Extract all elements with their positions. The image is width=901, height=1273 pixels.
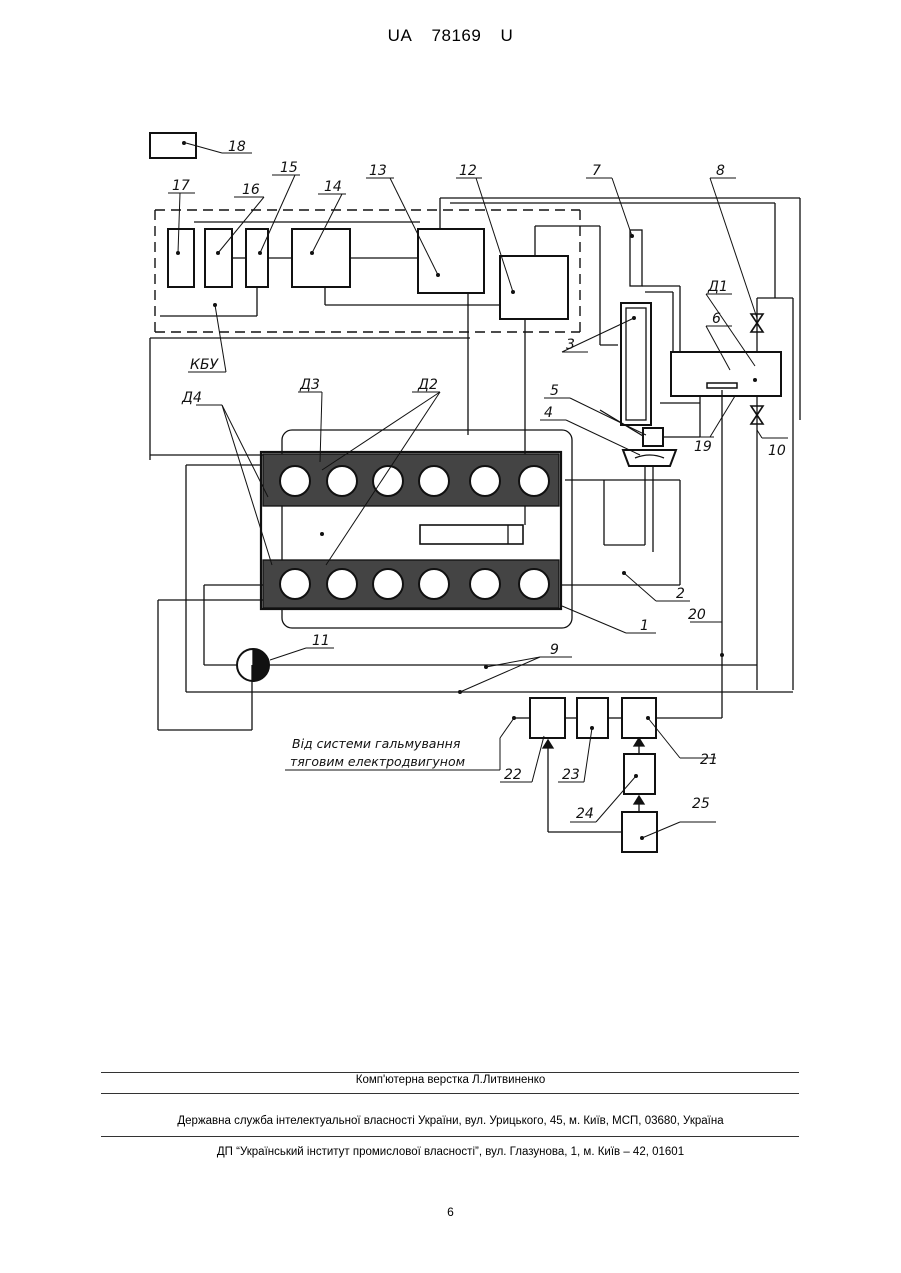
footer-layout-credit: Комп'ютерна верстка Л.Литвиненко [0, 1074, 901, 1086]
label-10: 10 [768, 443, 786, 459]
block-24 [624, 754, 655, 794]
element-4 [623, 450, 676, 466]
footer-rule-3 [101, 1136, 799, 1137]
label-16: 16 [242, 182, 260, 198]
block-16 [205, 229, 232, 287]
block-23 [577, 698, 608, 738]
label-6: 6 [712, 311, 721, 327]
label-d1: Д1 [707, 279, 728, 295]
label-9: 9 [550, 642, 559, 658]
label-1: 1 [640, 618, 649, 634]
element-19 [707, 383, 737, 388]
label-11: 11 [312, 633, 330, 649]
label-2: 2 [676, 586, 685, 602]
label-5: 5 [550, 383, 559, 399]
element-6 [671, 352, 781, 396]
footer-institute: ДП “Український інститут промислової вла… [0, 1146, 901, 1158]
block-25 [622, 812, 657, 852]
label-4: 4 [544, 405, 553, 421]
label-19: 19 [694, 439, 712, 455]
label-3: 3 [566, 337, 575, 353]
block-13 [418, 229, 484, 293]
footer-office: Державна служба інтелектуальної власност… [0, 1115, 901, 1127]
block-12 [500, 256, 568, 319]
label-d2: Д2 [417, 377, 438, 393]
label-24: 24 [576, 806, 594, 822]
label-22: 22 [504, 767, 522, 783]
label-15: 15 [280, 160, 298, 176]
footer-rule-2 [101, 1093, 799, 1094]
block-17 [168, 229, 194, 287]
block-14 [292, 229, 350, 287]
block-15 [246, 229, 268, 287]
caption-line-2: тяговим електродвигуном [290, 754, 465, 769]
label-20: 20 [688, 607, 706, 623]
label-d4: Д4 [181, 390, 202, 406]
caption-line-1: Від системи гальмування [292, 736, 461, 751]
label-14: 14 [324, 179, 342, 195]
label-18: 18 [228, 139, 246, 155]
block-18 [150, 133, 196, 158]
block-22 [530, 698, 565, 738]
label-12: 12 [459, 163, 477, 179]
label-8: 8 [716, 163, 725, 179]
element-7 [630, 230, 642, 286]
label-23: 23 [562, 767, 580, 783]
label-7: 7 [592, 163, 601, 179]
label-13: 13 [369, 163, 387, 179]
label-d3: Д3 [299, 377, 320, 393]
label-17: 17 [172, 178, 190, 194]
label-25: 25 [692, 796, 710, 812]
block-21 [622, 698, 656, 738]
element-5 [643, 428, 663, 446]
label-kbu: КБУ [190, 357, 220, 373]
footer-rule-1 [101, 1072, 799, 1073]
page-number: 6 [0, 1205, 901, 1219]
label-21: 21 [700, 752, 718, 768]
